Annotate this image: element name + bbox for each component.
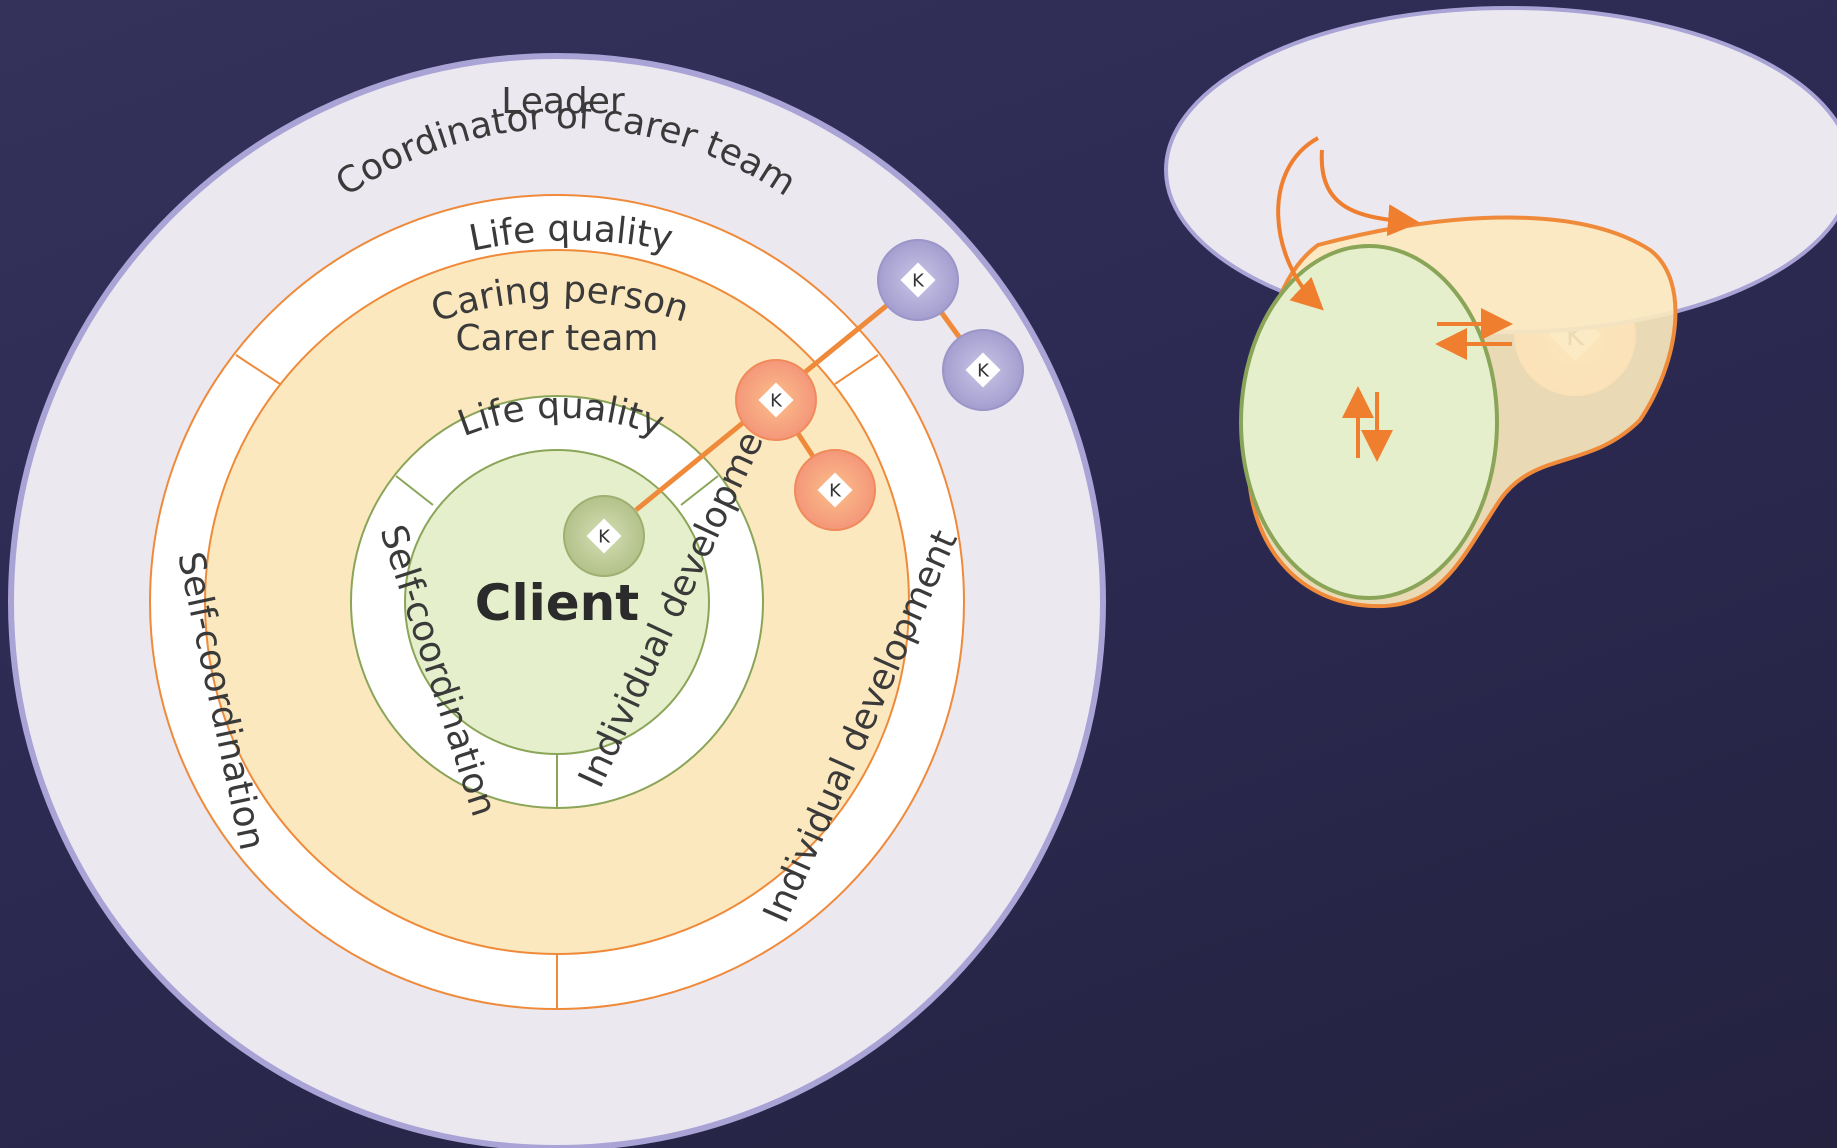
client-blob xyxy=(1239,244,1499,600)
client-label: Client xyxy=(475,574,639,632)
arrow-leader-to-carer xyxy=(1276,136,1324,311)
leader-label: Leader xyxy=(501,81,625,122)
k-label: K xyxy=(770,390,783,411)
k-label: K xyxy=(598,526,611,547)
team-structure-panel xyxy=(1164,6,1837,609)
carer-node: K xyxy=(735,359,817,441)
arrow-leader-to-blob xyxy=(1319,149,1420,237)
band-divider xyxy=(680,475,719,506)
band-divider xyxy=(235,354,281,385)
carer-node-2: K xyxy=(794,449,876,531)
band-divider xyxy=(834,354,879,385)
k-label: K xyxy=(912,270,925,291)
band-divider xyxy=(395,475,434,506)
circle-diagram: Leader Coordinator of carer team Life qu… xyxy=(8,53,1106,1148)
k-label: K xyxy=(829,480,842,501)
k-label: K xyxy=(977,360,990,381)
leader-node: K xyxy=(877,239,959,321)
leader-node-2: K xyxy=(942,329,1024,411)
client-node: K xyxy=(563,495,645,577)
carer-team-label: Carer team xyxy=(456,318,659,359)
